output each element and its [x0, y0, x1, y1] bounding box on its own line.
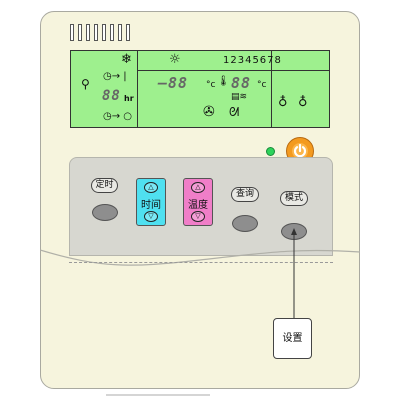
- heater-icon: ▤≋: [231, 92, 248, 102]
- set-temp-unit: °c: [257, 80, 267, 90]
- sun-icon: ☼: [169, 52, 181, 67]
- time-label: 时间: [141, 200, 161, 211]
- time-rocker: △ 时间 ▽: [136, 178, 166, 226]
- panel-edge-curve: [40, 249, 360, 266]
- time-up-button[interactable]: △: [144, 182, 158, 193]
- lcd-display: ❄ ☼ 12345678 ⚲ ◷→ | 88 hr ◷→ ○ –88 °c 🌡 …: [70, 50, 330, 128]
- vent-slot: [78, 24, 82, 41]
- vent-slot: [86, 24, 90, 41]
- query-press-button[interactable]: [232, 215, 258, 232]
- lcd-divider: [137, 70, 330, 71]
- valve-icon: ♁: [298, 95, 308, 110]
- vent-slot: [102, 24, 106, 41]
- mode-button[interactable]: 模式: [280, 191, 308, 206]
- query-button[interactable]: 查询: [231, 187, 259, 202]
- zone-digits: 12345678: [223, 55, 282, 66]
- settings-callout: 设置: [273, 318, 312, 359]
- temp-label: 温度: [188, 200, 208, 211]
- temp-down-button[interactable]: ▽: [191, 211, 205, 222]
- hours-unit: hr: [124, 94, 134, 103]
- timer-press-button[interactable]: [92, 204, 118, 221]
- timer-button[interactable]: 定时: [91, 178, 118, 193]
- snowflake-icon: ❄: [121, 52, 132, 67]
- panel-dashed-edge: [69, 262, 333, 263]
- indoor-temp-unit: °c: [206, 80, 216, 90]
- temp-rocker: △ 温度 ▽: [183, 178, 213, 226]
- hours-digits: 88: [102, 88, 121, 104]
- fan-icon: ✇: [203, 104, 215, 120]
- power-icon: [292, 143, 308, 159]
- lcd-divider: [271, 51, 272, 127]
- power-led-indicator: [266, 147, 275, 156]
- vent-slot: [70, 24, 74, 41]
- vent-slot: [110, 24, 114, 41]
- lcd-divider: [137, 51, 138, 127]
- callout-leader-line: [291, 228, 297, 320]
- temp-up-button[interactable]: △: [191, 182, 205, 193]
- footer-line: [106, 394, 210, 396]
- thermometer-icon: 🌡: [217, 76, 230, 87]
- timer-off-indicator: ◷→ ○: [103, 111, 133, 122]
- indoor-temp-digits: –88: [158, 74, 189, 92]
- set-temp-digits: 88: [231, 74, 252, 92]
- fan-speed-icon: ᘛ: [229, 105, 240, 119]
- time-down-button[interactable]: ▽: [144, 211, 158, 222]
- vent-slot: [126, 24, 130, 41]
- vent-slot: [94, 24, 98, 41]
- wrench-icon: ⚲: [81, 77, 90, 91]
- timer-on-indicator: ◷→ |: [103, 71, 127, 82]
- valve-icon: ♁: [278, 95, 288, 110]
- vent-slot: [118, 24, 122, 41]
